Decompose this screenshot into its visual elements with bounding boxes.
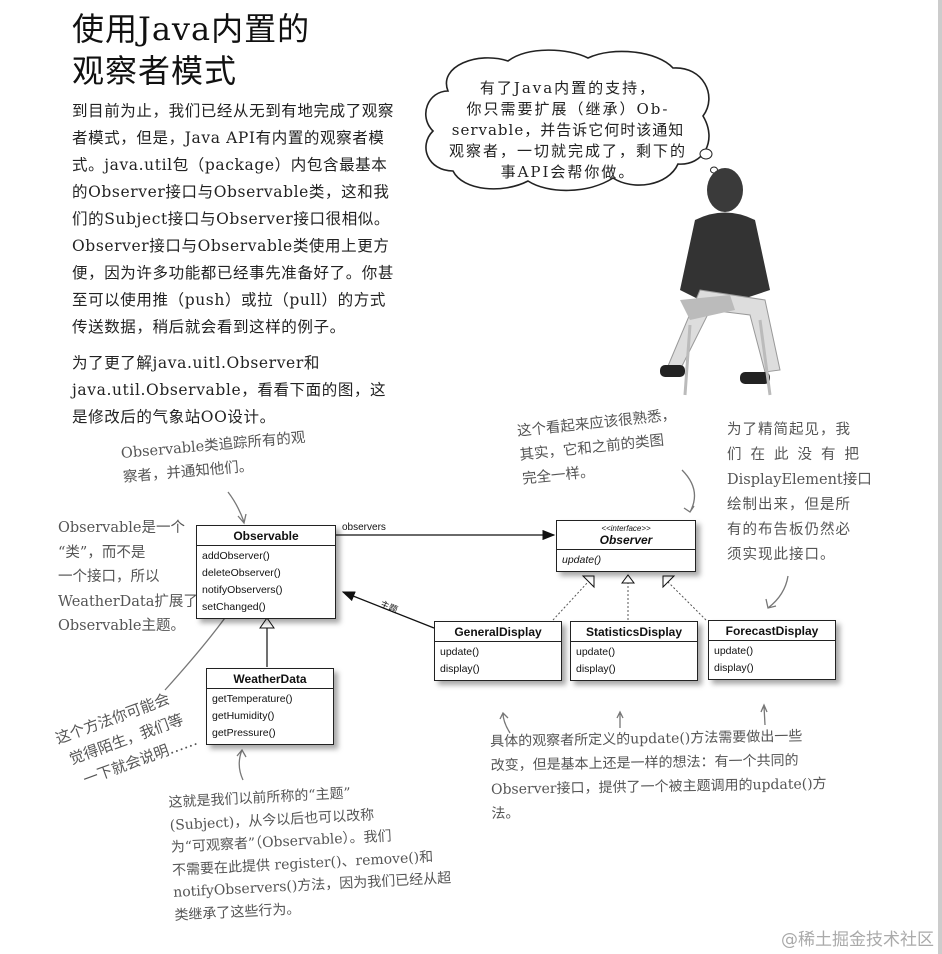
statisticsdisplay-class: StatisticsDisplay update() display() [570,621,698,681]
intro-paragraph-2: 为了更了解java.uitl.Observer和java.util.Observ… [72,354,387,426]
stereotype: <<interface>> [601,524,651,533]
method: notifyObservers() [202,584,283,596]
bubble-line: 你只需要扩展（继承）Ob- [466,100,670,118]
note-line: 一个接口，所以 [58,569,160,585]
note-line: Observable主题。 [58,618,185,634]
bubble-text: 有了Java内置的支持， 你只需要扩展（继承）Ob- servable，并告诉它… [438,78,698,183]
watermark: @稀土掘金技术社区 [781,930,934,950]
method: getPressure() [212,727,276,739]
note-line: 有的布告板仍然必 [727,522,851,538]
method: update() [562,554,602,566]
method: getHumidity() [212,710,275,722]
class-name: WeatherData [207,669,333,689]
observers-association-label: observers [342,522,386,533]
observable-class: Observable addObserver() deleteObserver(… [196,525,336,619]
method: display() [440,663,480,675]
method: update() [576,646,616,658]
bubble-line: 事API会帮你做。 [500,163,636,181]
method: display() [576,663,616,675]
note-line: Observable是一个 [58,520,185,536]
note-line: “类”，而不是 [58,544,146,561]
thought-bubble-icon [424,49,718,192]
note-line: 须实现此接口。 [727,547,836,563]
class-name: Observable [197,526,335,546]
note-line: WeatherData扩展了 [58,593,198,610]
title-line-1: 使用Java内置的 [72,10,311,48]
generaldisplay-class: GeneralDisplay update() display() [434,621,562,681]
note-display-element: 为了精简起见，我 们在此没有把 DisplayElement接口 绘制出来，但是… [727,418,872,568]
note-subject: 这就是我们以前所称的“主题” (Subject)，从今以后也可以改称 为“可观察… [168,777,453,926]
forecastdisplay-class: ForecastDisplay update() display() [708,620,836,680]
method: deleteObserver() [202,567,281,579]
person-sitting-photo [660,168,781,396]
weatherdata-class: WeatherData getTemperature() getHumidity… [206,668,334,745]
method: update() [440,646,480,658]
class-name: Observer [599,533,653,547]
class-name: ForecastDisplay [709,621,835,641]
class-name: GeneralDisplay [435,622,561,642]
page-edge-divider [938,0,942,954]
intro-text: 到目前为止，我们已经从无到有地完成了观察者模式，但是，Java API有内置的观… [72,98,396,440]
intro-paragraph-1: 到目前为止，我们已经从无到有地完成了观察者模式，但是，Java API有内置的观… [72,102,395,336]
title-line-2: 观察者模式 [72,52,238,90]
page-title: 使用Java内置的 观察者模式 [72,8,310,92]
note-update-method: 具体的观察者所定义的update()方法需要做出一些 改变，但是基本上还是一样的… [490,724,827,826]
method: update() [714,645,754,657]
note-line: 绘制出来，但是所 [727,497,851,513]
interface-header: <<interface>> Observer [557,521,695,550]
bubble-line: 有了Java内置的支持， [479,79,657,97]
bubble-line: 观察者，一切就完成了，剩下的 [448,142,687,160]
class-name: StatisticsDisplay [571,622,697,642]
note-line: 为了精简起见，我 [727,422,851,438]
note-line: DisplayElement接口 [727,472,872,488]
method: display() [714,662,754,674]
method: getTemperature() [212,693,293,705]
bubble-line: servable，并告诉它何时该通知 [451,121,685,139]
note-observable-is-class: Observable是一个 “类”，而不是 一个接口，所以 WeatherDat… [58,516,198,639]
note-line: 们在此没有把 [727,447,868,463]
method: addObserver() [202,550,270,562]
method: setChanged() [202,601,266,613]
observer-interface: <<interface>> Observer update() [556,520,696,572]
